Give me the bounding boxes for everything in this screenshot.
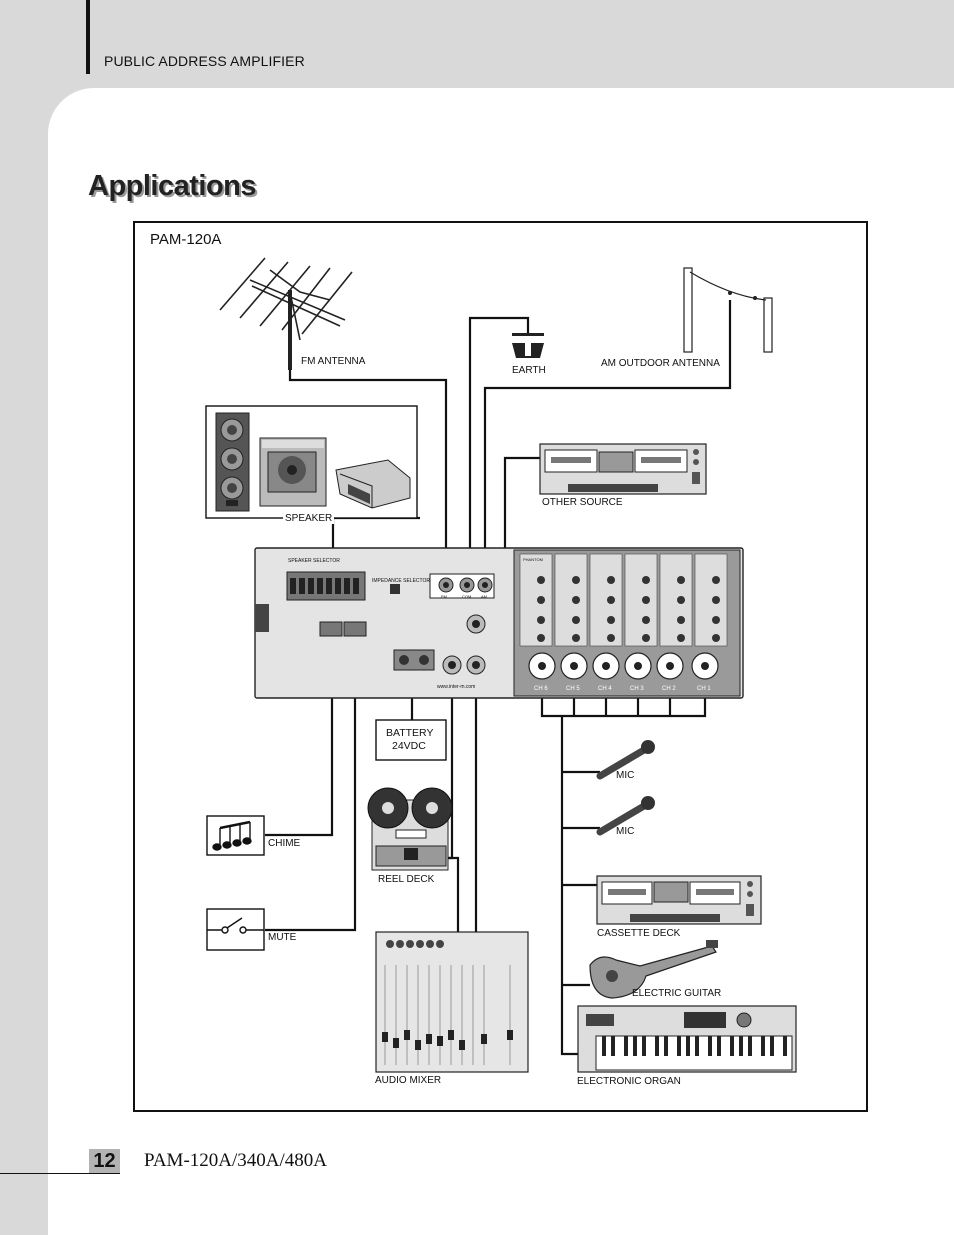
label-electronic-organ: ELECTRONIC ORGAN xyxy=(577,1076,681,1087)
wire-mic-bus xyxy=(540,690,707,718)
label-battery-voltage: 24VDC xyxy=(392,740,426,752)
battery-box xyxy=(375,719,447,761)
footer-model-name: PAM-120A/340A/480A xyxy=(144,1150,327,1171)
audio-mixer-icon xyxy=(375,931,529,1073)
wire-chime xyxy=(265,635,334,837)
page-number: 12 xyxy=(89,1149,120,1173)
amp-ch1: CH 1 xyxy=(697,686,711,692)
label-audio-mixer: AUDIO MIXER xyxy=(375,1075,442,1086)
label-battery: BATTERY xyxy=(386,727,434,739)
amp-jack-fm: FM xyxy=(441,594,447,599)
amp-ch4: CH 4 xyxy=(598,686,612,692)
label-electric-guitar: ELECTRIC GUITAR xyxy=(632,988,722,999)
header-accent-bar xyxy=(86,0,90,74)
amp-ch5: CH 5 xyxy=(566,686,580,692)
wire-fm xyxy=(288,370,448,585)
label-cassette-deck: CASSETTE DECK xyxy=(597,928,681,939)
label-reel-deck: REEL DECK xyxy=(378,874,435,885)
electronic-organ-icon xyxy=(577,1005,797,1073)
diagram-model-label: PAM-120A xyxy=(150,231,222,248)
amp-ch2: CH 2 xyxy=(662,686,676,692)
electric-guitar-icon xyxy=(589,940,718,999)
label-speaker: SPEAKER xyxy=(283,513,335,524)
mic-1-icon xyxy=(596,740,655,780)
wire-am xyxy=(483,300,732,585)
running-header: PUBLIC ADDRESS AMPLIFIER xyxy=(104,53,305,69)
label-mic-1: MIC xyxy=(616,770,635,781)
earth-icon xyxy=(512,333,544,358)
mute-switch-icon xyxy=(206,908,265,951)
amp-speaker-selector-text: SPEAKER SELECTOR xyxy=(288,558,340,564)
mic-2-icon xyxy=(596,796,655,836)
page-heading: Applications xyxy=(88,170,257,202)
amp-phantom-text: PHANTOM xyxy=(523,557,543,562)
am-antenna-icon xyxy=(683,267,773,353)
amp-impedance-selector-text: IMPEDANCE SELECTOR xyxy=(372,578,430,584)
reel-deck-icon xyxy=(367,787,453,871)
label-mute: MUTE xyxy=(268,932,297,943)
label-fm-antenna: FM ANTENNA xyxy=(301,356,366,367)
label-mic-2: MIC xyxy=(616,826,635,837)
wires xyxy=(265,300,732,1056)
label-am-outdoor-antenna: AM OUTDOOR ANTENNA xyxy=(601,358,720,369)
label-chime: CHIME xyxy=(268,838,301,849)
speaker-group-icon xyxy=(205,405,418,519)
amp-ch3: CH 3 xyxy=(630,686,644,692)
amp-jack-am: AM xyxy=(481,594,487,599)
chime-icon xyxy=(206,815,265,856)
amp-ch6: CH 6 xyxy=(534,686,548,692)
amplifier-rear-panel xyxy=(254,547,744,699)
fm-antenna-icon xyxy=(219,257,353,370)
amp-website: www.inter-m.com xyxy=(437,684,476,690)
diagram-frame xyxy=(133,221,868,1112)
amp-jack-com: COM xyxy=(462,594,472,599)
label-earth: EARTH xyxy=(512,365,546,376)
cassette-deck-icon xyxy=(596,875,762,925)
label-other-source: OTHER SOURCE xyxy=(542,497,623,508)
footer-rule xyxy=(0,1173,120,1174)
page-top-band xyxy=(0,0,954,88)
wire-mute xyxy=(265,635,357,932)
wire-earth xyxy=(468,316,530,585)
other-source-icon xyxy=(539,443,707,495)
